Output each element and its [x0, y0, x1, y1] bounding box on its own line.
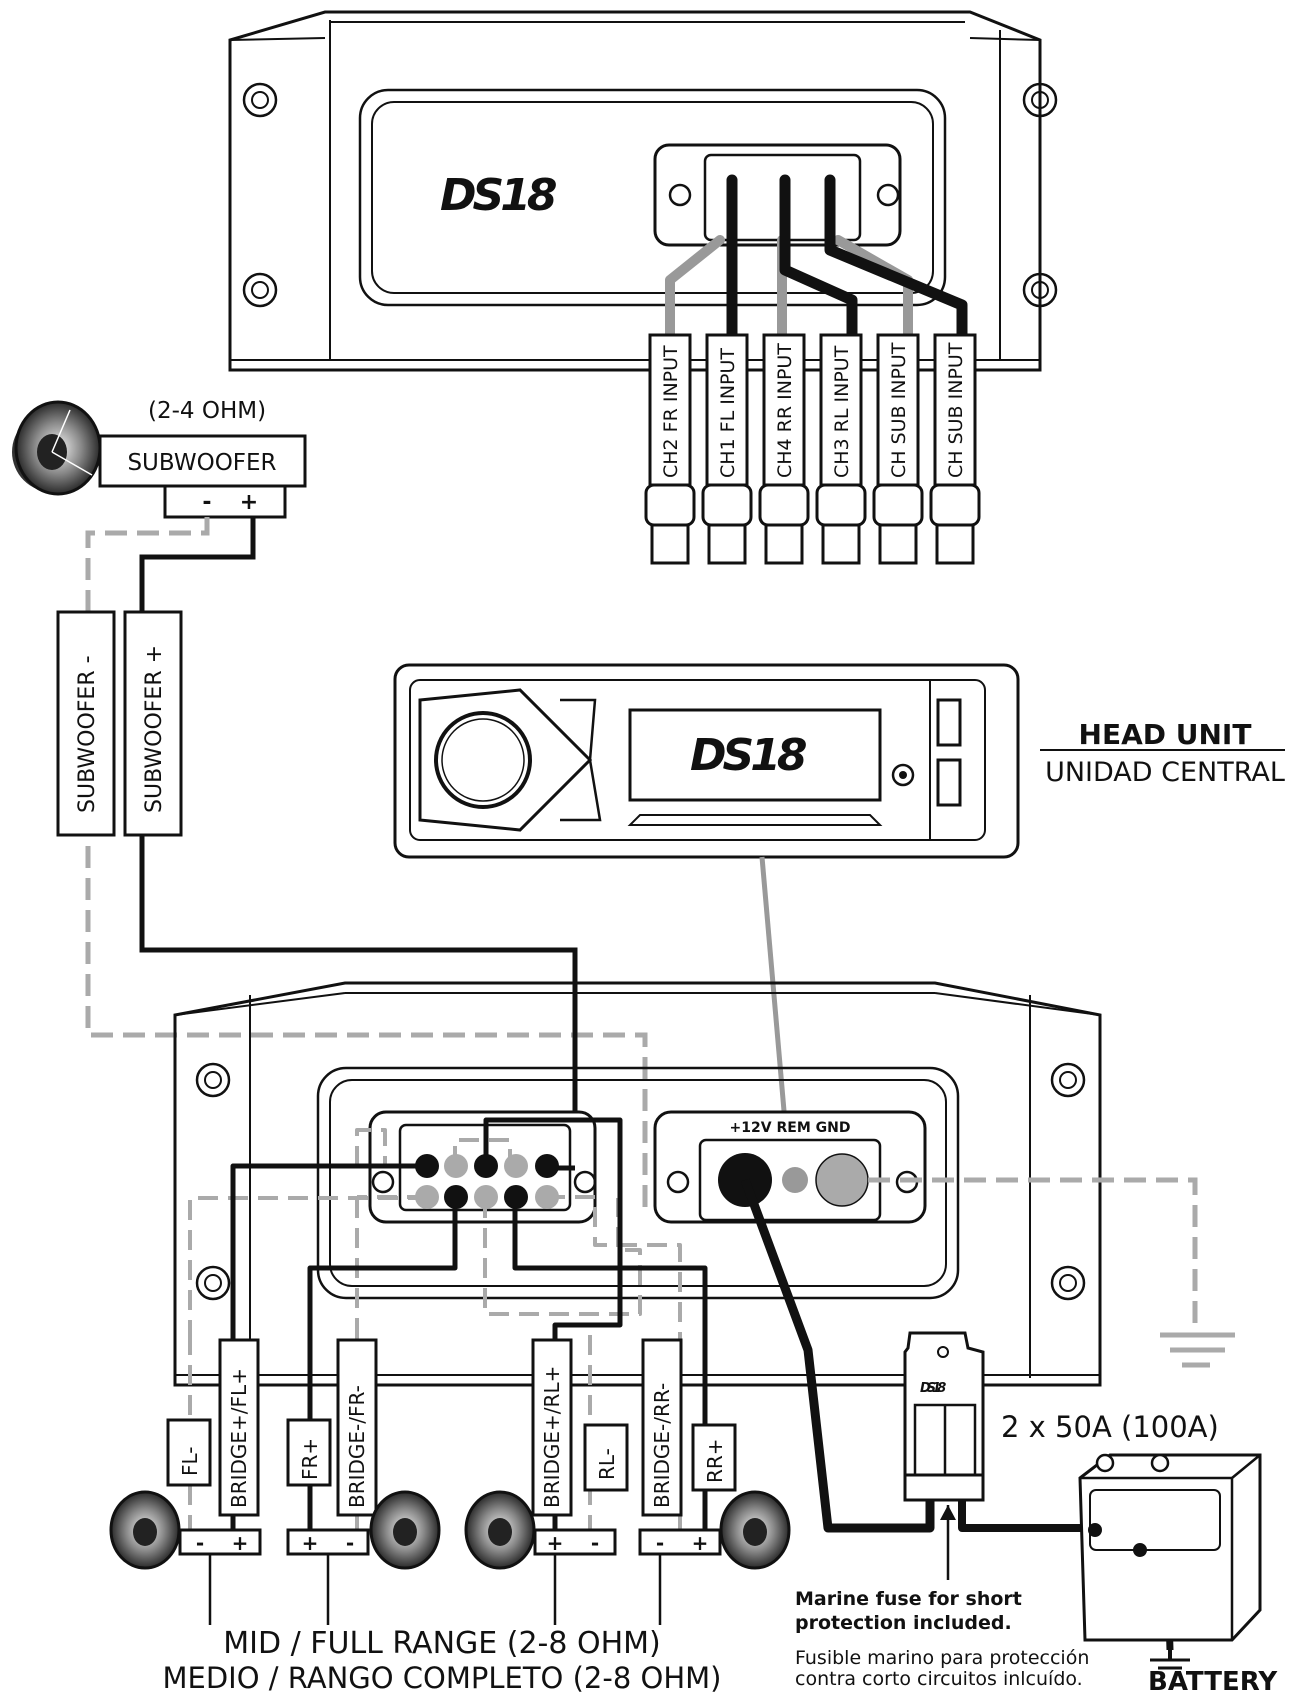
input-wires [665, 174, 968, 346]
head-unit-subtitle: UNIDAD CENTRAL [1045, 757, 1285, 788]
rca-input-plugs: CH2 FR INPUT CH1 FL INPUT CH4 RR INPUT C… [644, 333, 981, 565]
wire-label-fr-plus: FR+ [298, 1438, 322, 1480]
rca-label-ch3-rl: CH3 RL INPUT [831, 345, 853, 478]
rca-label-ch-sub-2: CH SUB INPUT [945, 342, 967, 478]
mid-range-title: MID / FULL RANGE (2-8 OHM) [223, 1626, 661, 1661]
brand-logo-top: DS18 [440, 170, 556, 221]
ground-icon [1160, 1332, 1235, 1368]
speaker-terminal: - [196, 1531, 204, 1555]
rca-label-ch2-fr: CH2 FR INPUT [660, 345, 682, 478]
subwoofer-minus-wire-label [56, 610, 116, 837]
wire-label-rl-minus: RL- [595, 1448, 619, 1480]
speaker-terminal: + [692, 1531, 709, 1555]
subwoofer-plus-wire-label [123, 610, 183, 837]
wire-label-fl-minus: FL- [178, 1446, 202, 1476]
subwoofer-label: SUBWOOFER [127, 450, 276, 476]
fuse-note-es-2: contra corto circuitos inlcuído. [795, 1668, 1083, 1690]
fuse-note: Marine fuse for short protection include… [795, 1505, 1089, 1690]
speaker-terminal: + [547, 1531, 564, 1555]
subwoofer-minus-text: SUBWOOFER - [75, 655, 100, 813]
rca-plug [929, 333, 981, 565]
subwoofer-speaker-icon [12, 400, 102, 496]
wire-label-bridge-fl-plus: BRIDGE+/FL+ [227, 1368, 251, 1508]
speaker-wire-labels: FL- BRIDGE+/FL+ FR+ BRIDGE-/FR- BRIDGE+/… [166, 1338, 737, 1517]
head-unit-title: HEAD UNIT [1079, 718, 1252, 751]
fuse-holder: DS18 2 x 50A (100A) [903, 1331, 1219, 1502]
brand-logo-head-unit: DS18 [690, 730, 806, 781]
battery-icon [1078, 1453, 1262, 1670]
wire-label-rr-plus: RR+ [703, 1438, 727, 1483]
rca-label-ch-sub-1: CH SUB INPUT [888, 342, 910, 478]
rca-label-ch4-rr: CH4 RR INPUT [774, 343, 796, 478]
speaker-terminal: - [591, 1531, 599, 1555]
bottom-amplifier: +12V REM GND [173, 981, 1102, 1387]
speaker-terminal: + [302, 1531, 319, 1555]
power-rem-terminal [782, 1167, 808, 1193]
speaker-terminal: + [232, 1531, 249, 1555]
rca-plug [701, 333, 753, 565]
power-terminal-label: +12V REM GND [730, 1120, 851, 1136]
subwoofer-plus-text: SUBWOOFER + [142, 645, 167, 813]
fuse-rating: 2 x 50A (100A) [1001, 1410, 1219, 1444]
fuse-note-es-1: Fusible marino para protección [795, 1647, 1089, 1669]
speaker-icon [109, 1490, 181, 1570]
subwoofer: (2-4 OHM) SUBWOOFER - + [12, 398, 307, 519]
fuse-note-en-1: Marine fuse for short [795, 1588, 1022, 1610]
speaker-icon [464, 1490, 536, 1570]
head-unit: DS18 HEAD UNIT UNIDAD CENTRAL [393, 663, 1285, 859]
wire-label-bridge-rl-plus: BRIDGE+/RL+ [540, 1366, 564, 1508]
rca-label-ch1-fl: CH1 FL INPUT [717, 348, 739, 478]
battery-label: BATTERY [1148, 1667, 1278, 1692]
rca-plug [815, 333, 867, 565]
power-gnd-terminal [815, 1153, 869, 1207]
speaker-terminal: - [346, 1531, 354, 1555]
top-amplifier: DS18 [228, 10, 1058, 372]
rca-plug [758, 333, 810, 565]
speaker-icon [369, 1490, 441, 1570]
subwoofer-impedance: (2-4 OHM) [148, 398, 266, 424]
speaker-terminals [415, 1154, 559, 1209]
speaker-terminal: - [656, 1531, 664, 1555]
mounting-hole [242, 82, 1058, 308]
subwoofer-terminal-plus: + [240, 490, 258, 515]
ground-wire [868, 1177, 1235, 1368]
mid-range-subtitle: MEDIO / RANGO COMPLETO (2-8 OHM) [163, 1661, 722, 1692]
subwoofer-terminal-minus: - [202, 490, 211, 515]
rca-plug [644, 333, 696, 565]
wire-label-bridge-rr-minus: BRIDGE-/RR- [650, 1383, 674, 1508]
mid-range-speakers: - + + - + - - + [109, 1490, 791, 1625]
subwoofer-wires: SUBWOOFER - SUBWOOFER + [56, 517, 648, 1210]
speaker-icon [719, 1490, 791, 1570]
wire-label-bridge-fr-minus: BRIDGE-/FR- [345, 1385, 369, 1508]
mounting-hole [195, 1062, 1086, 1301]
rca-plug [872, 333, 924, 565]
fuse-note-en-2: protection included. [795, 1612, 1012, 1634]
